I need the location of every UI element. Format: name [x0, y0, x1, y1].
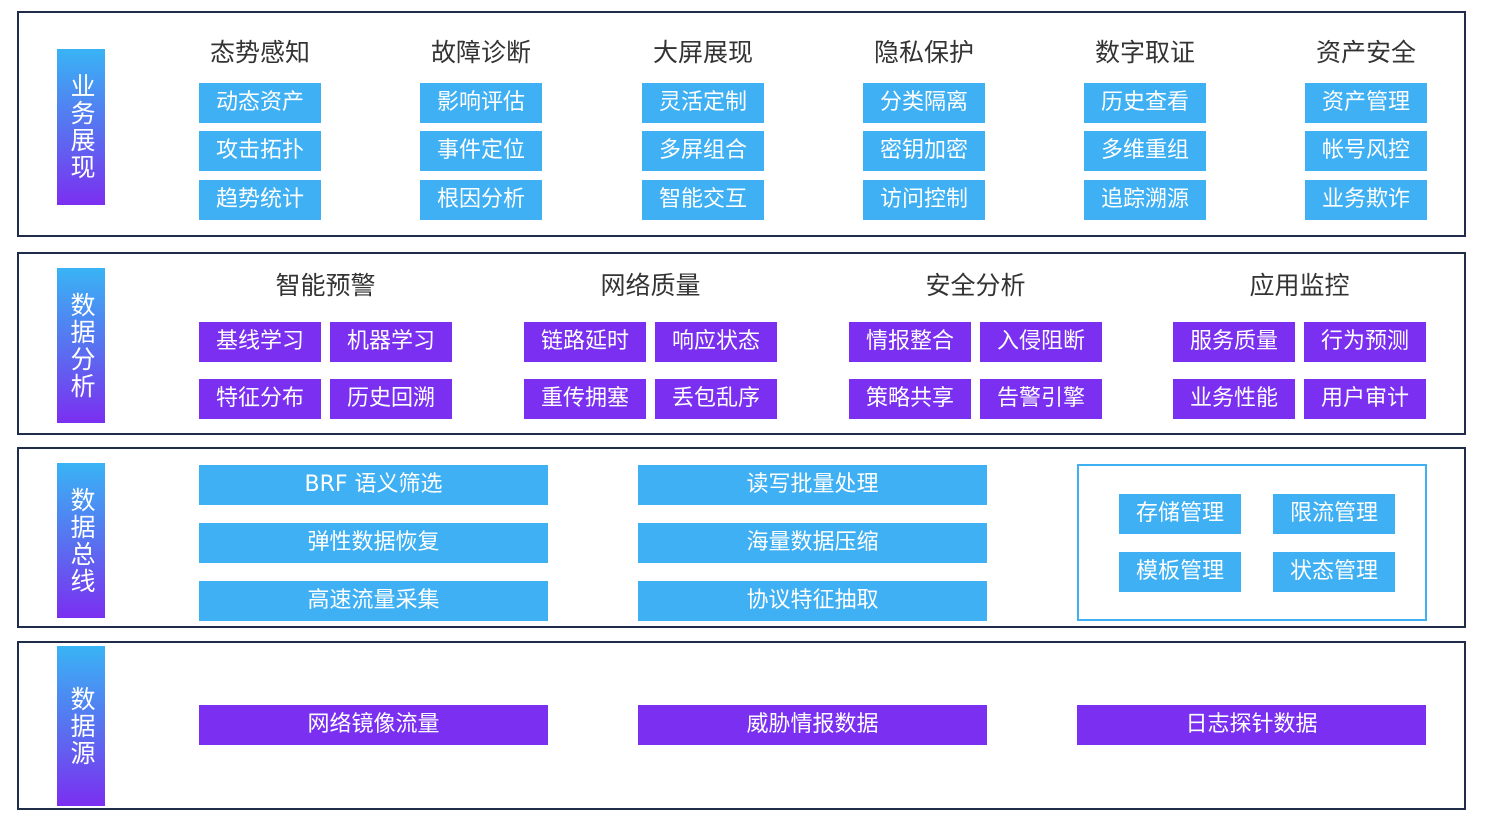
layer-source: 数据源 网络镜像流量 威胁情报数据 日志探针数据 — [17, 641, 1466, 810]
layer-label-bus: 数据总线 — [57, 463, 105, 618]
layer-label-source: 数据源 — [57, 646, 105, 806]
source-bar: 日志探针数据 — [1077, 705, 1426, 745]
group-title: 应用监控 — [1249, 271, 1350, 300]
feature-tag: 事件定位 — [420, 131, 542, 171]
feature-tag: 智能交互 — [642, 180, 764, 220]
feature-tag: 资产管理 — [1305, 83, 1427, 123]
feature-tag: 策略共享 — [849, 379, 971, 419]
feature-tag: 用户审计 — [1304, 379, 1426, 419]
source-bar: 网络镜像流量 — [199, 705, 548, 745]
feature-tag: 链路延时 — [524, 322, 646, 362]
group-title: 态势感知 — [209, 38, 310, 67]
feature-tag: 入侵阻断 — [980, 322, 1102, 362]
feature-tag: 攻击拓扑 — [199, 131, 321, 171]
layer-label-business: 业务展现 — [57, 49, 105, 205]
feature-tag: 根因分析 — [420, 180, 542, 220]
bus-bar: 读写批量处理 — [638, 465, 987, 505]
bus-bar: 海量数据压缩 — [638, 523, 987, 563]
group-title: 故障诊断 — [430, 38, 531, 67]
group-title: 智能预警 — [275, 271, 376, 300]
bus-bar: 协议特征抽取 — [638, 581, 987, 621]
management-tag: 模板管理 — [1119, 552, 1241, 592]
feature-tag: 机器学习 — [330, 322, 452, 362]
management-box: 存储管理限流管理模板管理状态管理 — [1077, 464, 1427, 621]
layer-business: 业务展现 态势感知动态资产攻击拓扑趋势统计 故障诊断影响评估事件定位根因分析 大屏展… — [17, 11, 1466, 237]
feature-tag: 基线学习 — [199, 322, 321, 362]
management-tag: 状态管理 — [1273, 552, 1395, 592]
bus-bar: 高速流量采集 — [199, 581, 548, 621]
feature-tag: 访问控制 — [863, 180, 985, 220]
management-tag: 存储管理 — [1119, 494, 1241, 534]
feature-tag: 帐号风控 — [1305, 131, 1427, 171]
feature-tag: 多屏组合 — [642, 131, 764, 171]
group-title: 资产安全 — [1315, 38, 1416, 67]
feature-tag: 历史回溯 — [330, 379, 452, 419]
group-title: 安全分析 — [925, 271, 1026, 300]
feature-tag: 情报整合 — [849, 322, 971, 362]
feature-tag: 趋势统计 — [199, 180, 321, 220]
group-title: 大屏展现 — [652, 38, 753, 67]
bus-bar: BRF 语义筛选 — [199, 465, 548, 505]
feature-tag: 多维重组 — [1084, 131, 1206, 171]
source-bar: 威胁情报数据 — [638, 705, 987, 745]
feature-tag: 动态资产 — [199, 83, 321, 123]
feature-tag: 服务质量 — [1173, 322, 1295, 362]
feature-tag: 特征分布 — [199, 379, 321, 419]
group-title: 隐私保护 — [873, 38, 974, 67]
feature-tag: 密钥加密 — [863, 131, 985, 171]
feature-tag: 灵活定制 — [642, 83, 764, 123]
feature-tag: 丢包乱序 — [655, 379, 777, 419]
feature-tag: 分类隔离 — [863, 83, 985, 123]
layer-label-analysis: 数据分析 — [57, 268, 105, 423]
feature-tag: 行为预测 — [1304, 322, 1426, 362]
feature-tag: 业务性能 — [1173, 379, 1295, 419]
group-title: 网络质量 — [600, 271, 701, 300]
bus-bar: 弹性数据恢复 — [199, 523, 548, 563]
feature-tag: 影响评估 — [420, 83, 542, 123]
feature-tag: 重传拥塞 — [524, 379, 646, 419]
group-title: 数字取证 — [1094, 38, 1195, 67]
feature-tag: 响应状态 — [655, 322, 777, 362]
feature-tag: 业务欺诈 — [1305, 180, 1427, 220]
layer-bus: 数据总线 BRF 语义筛选弹性数据恢复高速流量采集 读写批量处理海量数据压缩协议… — [17, 447, 1466, 628]
feature-tag: 告警引擎 — [980, 379, 1102, 419]
feature-tag: 追踪溯源 — [1084, 180, 1206, 220]
layer-analysis: 数据分析 智能预警基线学习机器学习特征分布历史回溯 网络质量链路延时响应状态重传拥… — [17, 252, 1466, 435]
management-tag: 限流管理 — [1273, 494, 1395, 534]
feature-tag: 历史查看 — [1084, 83, 1206, 123]
